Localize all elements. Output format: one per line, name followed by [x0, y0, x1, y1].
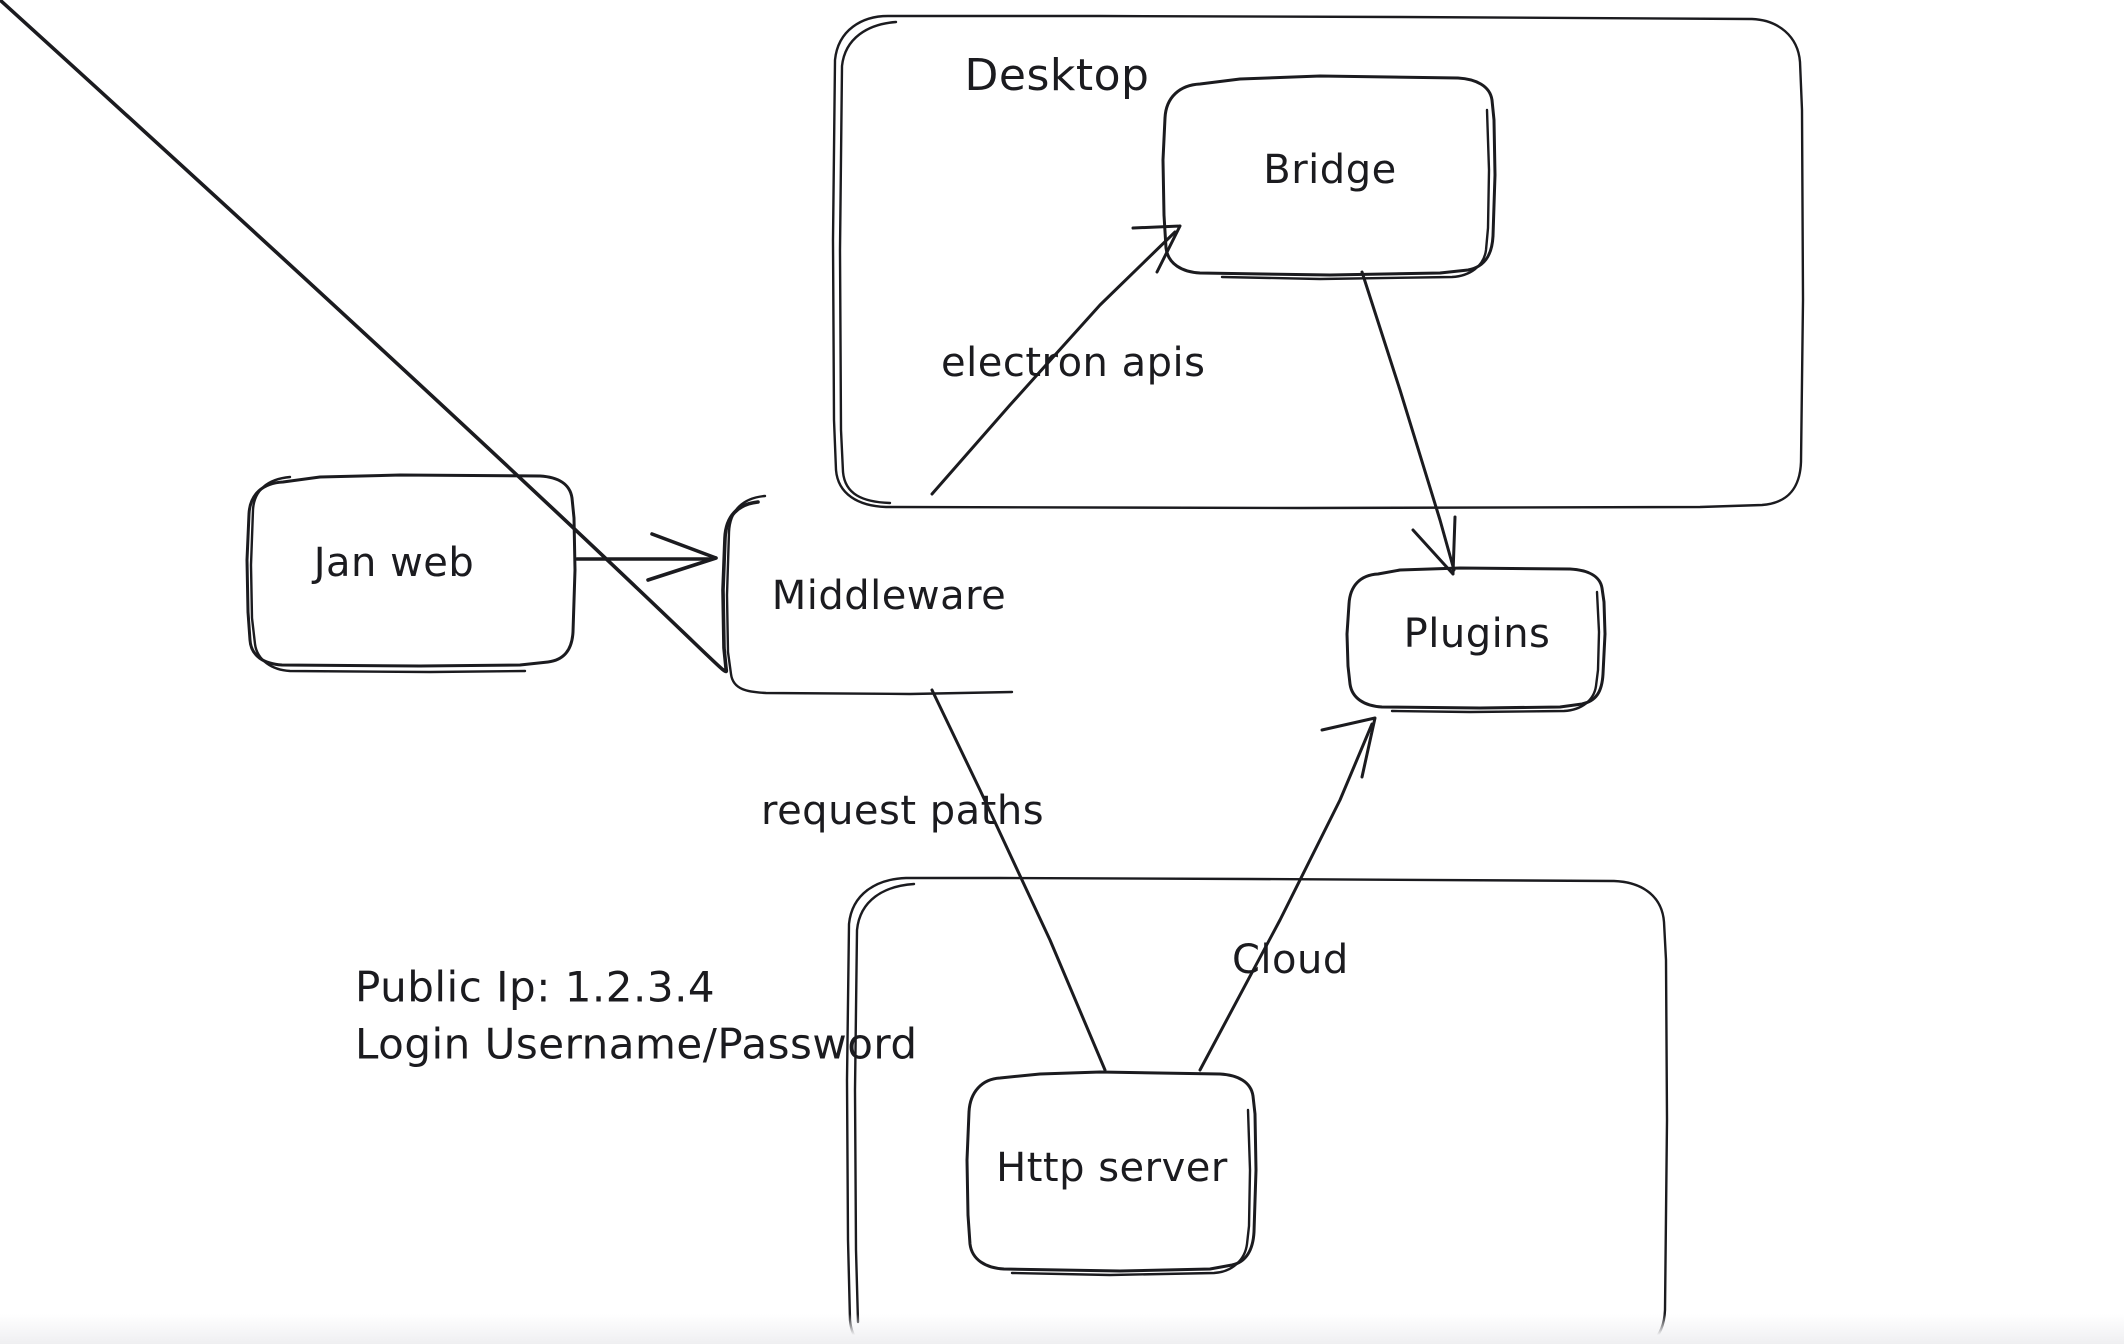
node-jan-web[interactable]: Jan web [245, 473, 577, 674]
bridge-box-outline [1161, 74, 1497, 277]
middleware-label: Middleware [772, 573, 1007, 619]
desktop-container-outline [831, 14, 1805, 510]
httpserver-plugins-line [1198, 722, 1374, 1072]
cloud-edge-label: Cloud [1232, 937, 1349, 983]
edge-httpserver-plugins[interactable]: Cloud [1198, 716, 1377, 1072]
http-server-label: Http server [996, 1145, 1228, 1191]
plugins-label: Plugins [1404, 611, 1551, 657]
janweb-middleware-arrowhead [646, 532, 718, 582]
jan-web-label: Jan web [311, 540, 475, 586]
bridge-box-outline-second [1220, 108, 1491, 281]
middleware-bridge-line [930, 230, 1177, 496]
plugins-box-outline [1345, 566, 1607, 710]
node-middleware[interactable]: Middleware [0, 0, 1014, 696]
desktop-container-label: Desktop [965, 50, 1150, 101]
node-plugins[interactable]: Plugins [1345, 566, 1607, 714]
cloud-container-outline [845, 876, 1669, 1344]
middleware-httpserver-line [930, 688, 1107, 1072]
bridge-plugins-arrowhead [1411, 515, 1457, 576]
annotation-credentials[interactable]: Public Ip: 1.2.3.4 Login Username/Passwo… [355, 963, 918, 1069]
node-http-server[interactable]: Http server [965, 1070, 1258, 1277]
electron-apis-edge-label: electron apis [941, 340, 1205, 386]
edge-middleware-bridge[interactable]: electron apis [930, 224, 1205, 496]
edge-bridge-plugins[interactable] [1360, 270, 1457, 576]
middleware-box-outline [0, 0, 760, 674]
jan-web-box-outline-second [249, 475, 527, 674]
bridge-label: Bridge [1263, 147, 1396, 193]
edge-middleware-httpserver[interactable] [930, 688, 1107, 1072]
request-paths-edge-label: request paths [761, 788, 1044, 834]
public-ip-annotation: Public Ip: 1.2.3.4 [355, 963, 715, 1012]
node-bridge[interactable]: Bridge [1161, 74, 1497, 281]
edge-janweb-middleware[interactable] [575, 532, 718, 582]
http-server-box-outline-second [1010, 1108, 1252, 1277]
http-server-box-outline [965, 1070, 1258, 1273]
httpserver-plugins-arrowhead [1320, 716, 1377, 779]
middleware-bridge-arrowhead [1131, 224, 1182, 274]
cloud-container-outline-second [853, 882, 916, 1324]
desktop-container-outline-second [838, 20, 898, 505]
container-cloud[interactable] [845, 876, 1669, 1344]
jan-web-box-outline [245, 473, 577, 668]
login-annotation: Login Username/Password [355, 1020, 918, 1069]
plugins-box-outline-second [1390, 590, 1601, 714]
container-desktop[interactable]: Desktop [831, 14, 1805, 510]
middleware-box-outline-second [725, 494, 1014, 696]
bridge-plugins-line [1360, 270, 1456, 572]
